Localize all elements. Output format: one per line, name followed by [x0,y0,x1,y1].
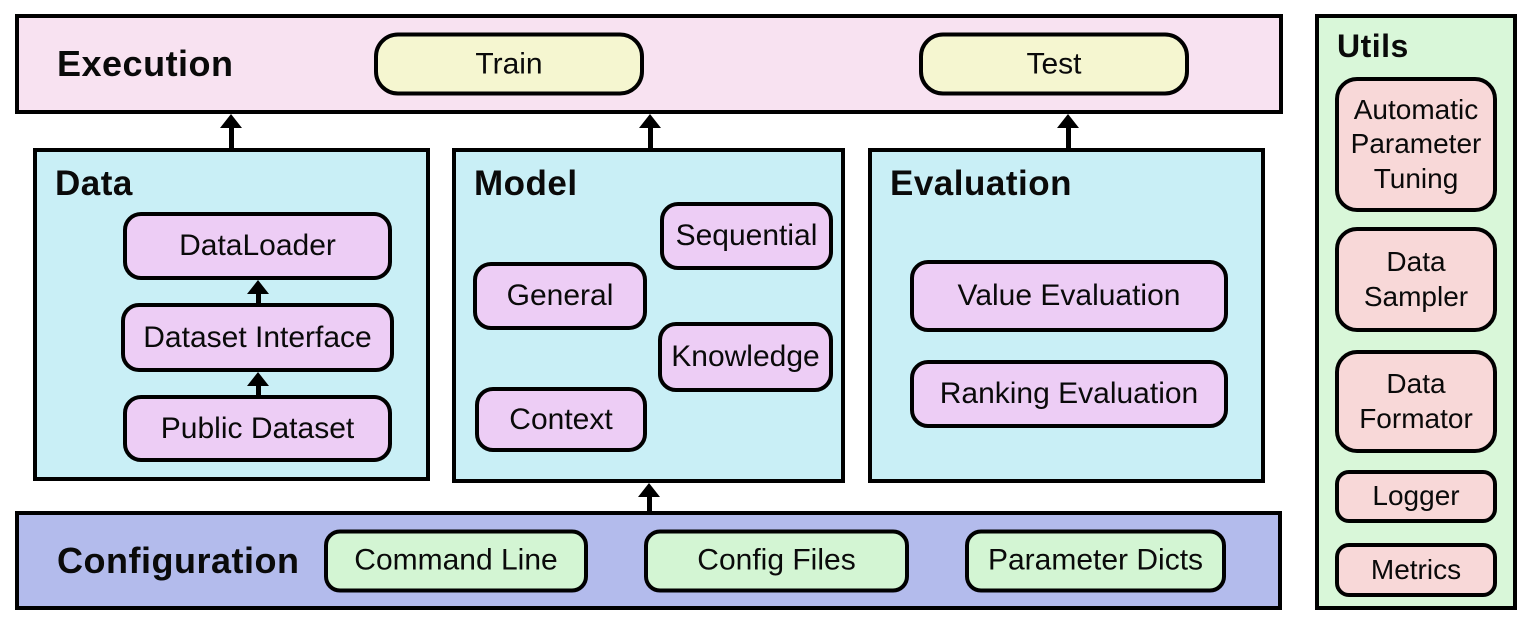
model-module-title: Model [474,164,578,203]
configuration-section: Configuration Command Line Config Files … [15,511,1282,610]
logger-box: Logger [1335,470,1497,523]
context-box: Context [475,387,647,452]
dataloader-box: DataLoader [123,212,392,280]
arrowhead-icon [639,114,661,128]
arrow-evaluation-to-execution [1057,114,1079,148]
sequential-box: Sequential [660,202,833,270]
arrowhead-icon [1057,114,1079,128]
configuration-title: Configuration [57,539,300,581]
model-module: Model Sequential General Knowledge Conte… [452,148,845,483]
value-evaluation-box: Value Evaluation [910,260,1228,332]
config-files-box: Config Files [644,529,909,592]
arrow-data-to-execution [220,114,242,148]
arrowhead-icon [247,372,269,386]
automatic-parameter-tuning-box: Automatic Parameter Tuning [1335,77,1497,212]
knowledge-box: Knowledge [658,322,833,392]
ranking-evaluation-box: Ranking Evaluation [910,360,1228,428]
arrowhead-icon [638,483,660,497]
arrow-configuration-to-model [638,483,660,511]
evaluation-module: Evaluation Value Evaluation Ranking Eval… [868,148,1265,483]
data-formator-box: Data Formator [1335,350,1497,453]
test-box: Test [919,32,1189,96]
arrow-model-to-execution [639,114,661,148]
execution-title: Execution [57,43,234,84]
arrowhead-icon [247,280,269,294]
dataset-interface-box: Dataset Interface [121,303,394,372]
execution-section: Execution Train Test [15,14,1283,114]
utils-title: Utils [1337,28,1409,64]
metrics-box: Metrics [1335,543,1497,597]
public-dataset-box: Public Dataset [123,395,392,462]
arrowhead-icon [220,114,242,128]
arrow-public-dataset-to-dataset-interface [247,372,269,395]
train-box: Train [374,32,644,96]
evaluation-module-title: Evaluation [890,164,1072,203]
data-module-title: Data [55,164,133,203]
data-module: Data DataLoader Dataset Interface Public… [33,148,430,481]
arrow-dataset-interface-to-dataloader [247,280,269,303]
parameter-dicts-box: Parameter Dicts [965,529,1226,592]
utils-panel: Utils Automatic Parameter Tuning Data Sa… [1315,14,1517,610]
general-box: General [473,262,647,330]
command-line-box: Command Line [324,529,588,592]
data-sampler-box: Data Sampler [1335,227,1497,332]
